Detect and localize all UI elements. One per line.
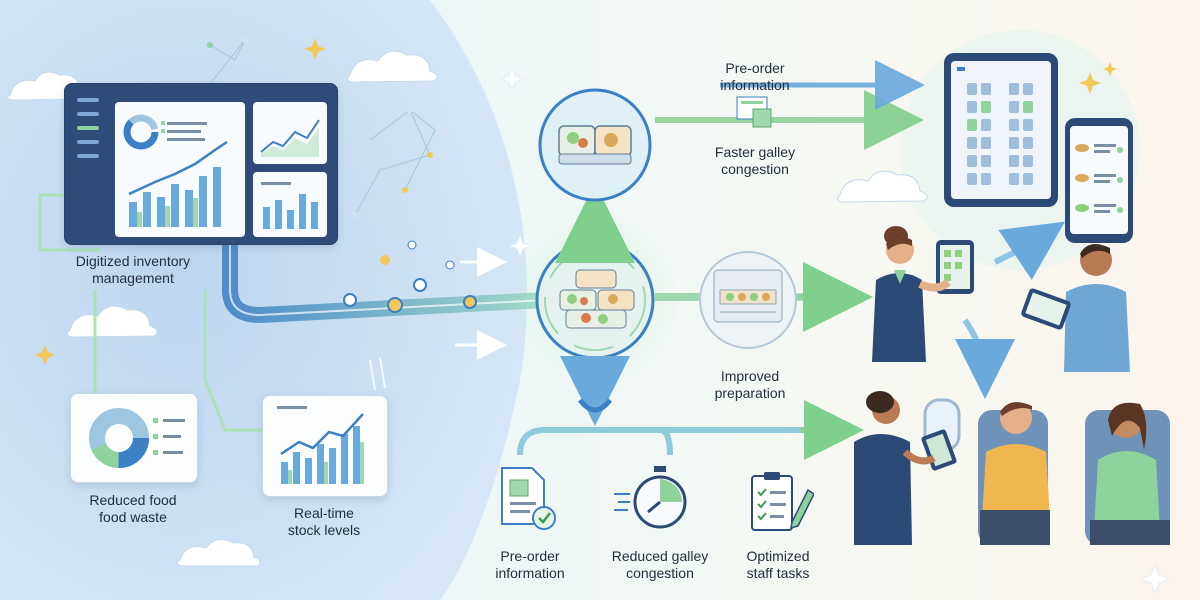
phone-icon bbox=[1065, 118, 1133, 243]
document-check-icon bbox=[496, 466, 562, 532]
preorder-box-icon bbox=[735, 95, 775, 131]
sparkle-icon bbox=[35, 38, 1117, 365]
label-reduced-galley: Reduced galley congestion bbox=[611, 548, 709, 581]
label-faster-galley: Faster galley congestion bbox=[714, 144, 796, 177]
meal-tray-icon bbox=[555, 118, 635, 173]
galley-icon bbox=[712, 268, 784, 328]
line-chart-icon bbox=[262, 395, 388, 497]
label-digitized: Digitized inventory management bbox=[75, 253, 191, 286]
checklist-icon bbox=[748, 470, 815, 536]
label-reduced-food: Reduced food food waste bbox=[89, 492, 177, 525]
label-preorder-bottom: Pre-order information bbox=[495, 548, 565, 581]
pipeline-nodes bbox=[343, 240, 477, 313]
flight-attendant-icon bbox=[860, 222, 1000, 372]
label-optimized: Optimized staff tasks bbox=[746, 548, 810, 581]
dashboard-main-card bbox=[115, 102, 245, 237]
label-preorder-top: Pre-order information bbox=[720, 60, 790, 93]
dashboard-line-card bbox=[253, 102, 327, 164]
cabin-scene bbox=[850, 380, 1195, 545]
dashboard-bar-card bbox=[253, 172, 327, 237]
dashboard-sidebar bbox=[73, 94, 107, 234]
pie-chart-icon bbox=[70, 393, 198, 483]
label-improved: Improved preparation bbox=[714, 368, 786, 401]
cloud-icon bbox=[6, 50, 928, 567]
connector-lines-left bbox=[38, 193, 262, 432]
label-real-time: Real-time stock levels bbox=[287, 505, 361, 538]
hub-tray-icon bbox=[558, 268, 638, 333]
tablet-icon bbox=[944, 53, 1058, 207]
dashboard-icon bbox=[64, 83, 338, 245]
stopwatch-icon bbox=[612, 464, 692, 532]
passenger-icon bbox=[1018, 232, 1138, 372]
